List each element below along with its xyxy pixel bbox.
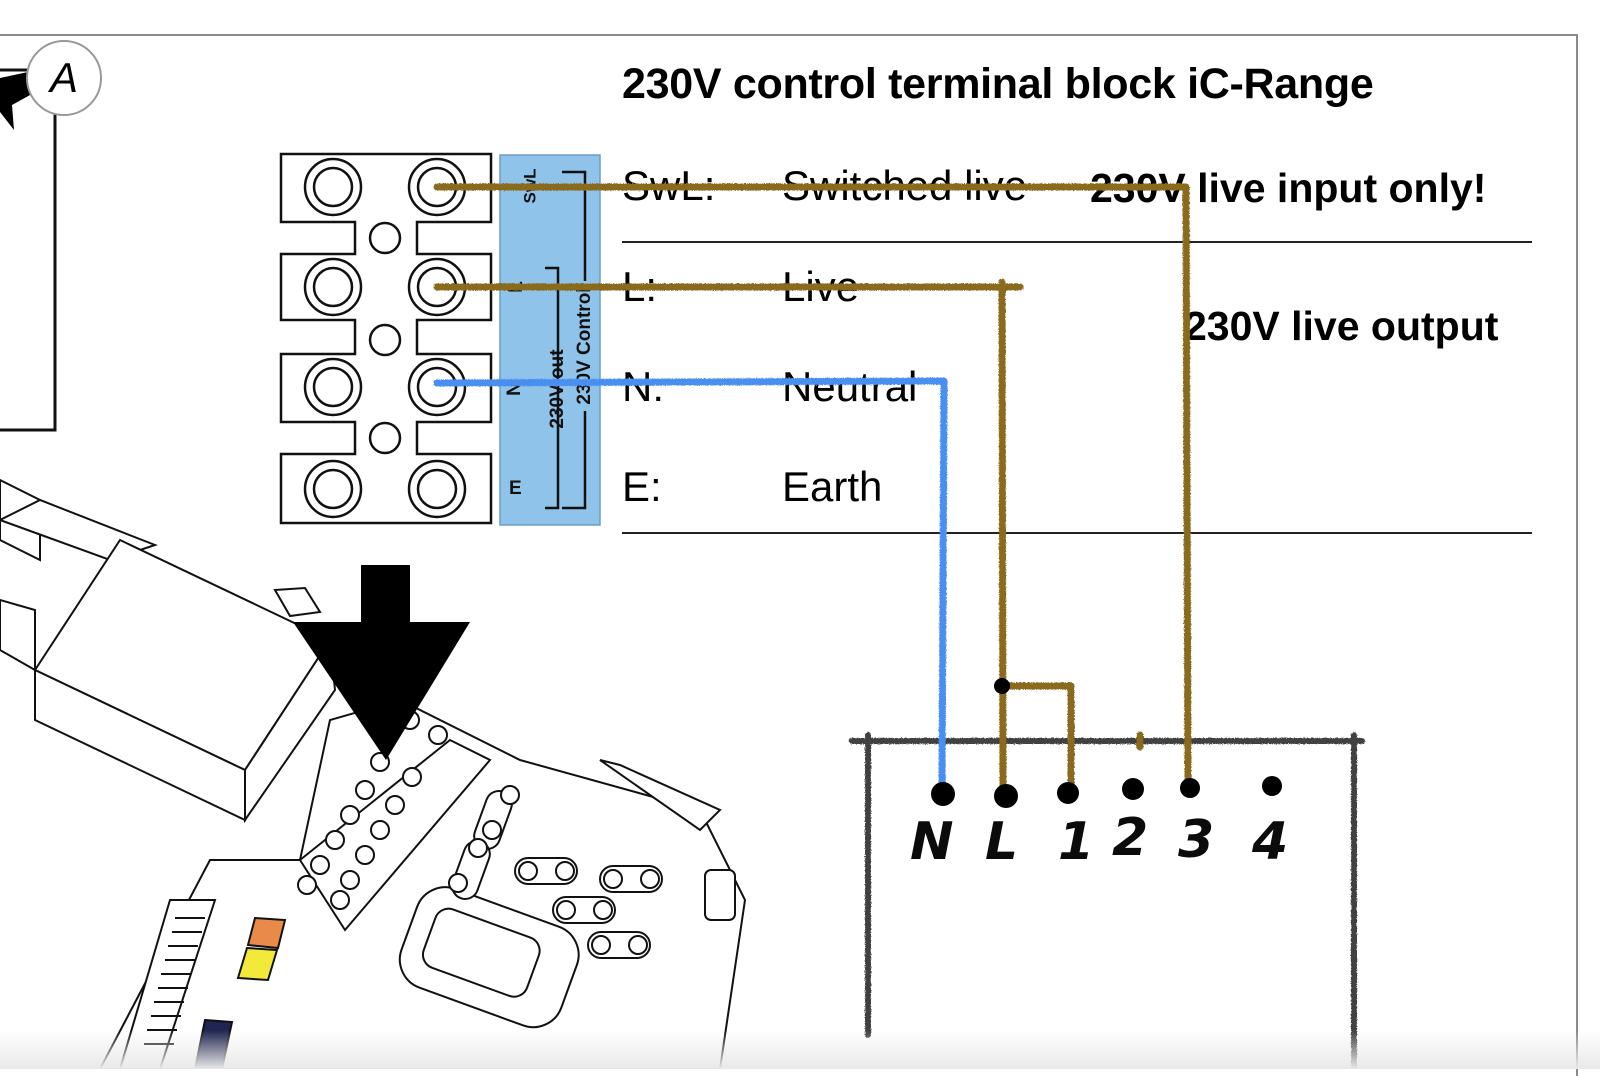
device-outline: [849, 732, 1365, 1069]
output-note: 230V live output: [1184, 303, 1499, 349]
legend-code-n: N:: [622, 363, 664, 410]
device-terminal-label-4: 4: [1252, 812, 1289, 872]
clamp-screws: [448, 785, 660, 955]
switched-live-wire: [433, 183, 1192, 789]
device-terminal-label-l: L: [985, 812, 1019, 872]
down-arrow-icon: [293, 565, 470, 760]
terminal-label-e: E: [509, 478, 522, 499]
legend-desc-e: Earth: [782, 463, 883, 510]
device-terminal-label-3: 3: [1178, 810, 1215, 870]
controller-body: [0, 478, 747, 1069]
live-wire-drop: [998, 278, 1007, 799]
neutral-wire: [433, 377, 948, 794]
diagram-title: 230V control terminal block iC-Range: [622, 60, 1374, 108]
device-terminal-screws: [297, 710, 448, 910]
divider-bottom: [622, 532, 1532, 534]
callout-marker: A: [26, 40, 102, 116]
legend-desc-n: Neutral: [782, 363, 918, 410]
device-terminal-label-2: 2: [1112, 808, 1149, 868]
live-jumper-wire: [999, 682, 1075, 799]
legend-code-e: E:: [622, 463, 662, 510]
device-terminal-dots: [931, 678, 1282, 808]
bottom-shadow: [0, 1030, 1600, 1069]
terminal-screws: [303, 157, 467, 519]
device-terminal-label-n: N: [910, 812, 954, 872]
pointer-shape: [0, 72, 30, 130]
divider-top: [622, 241, 1532, 243]
device-terminal-label-1: 1: [1058, 812, 1095, 872]
